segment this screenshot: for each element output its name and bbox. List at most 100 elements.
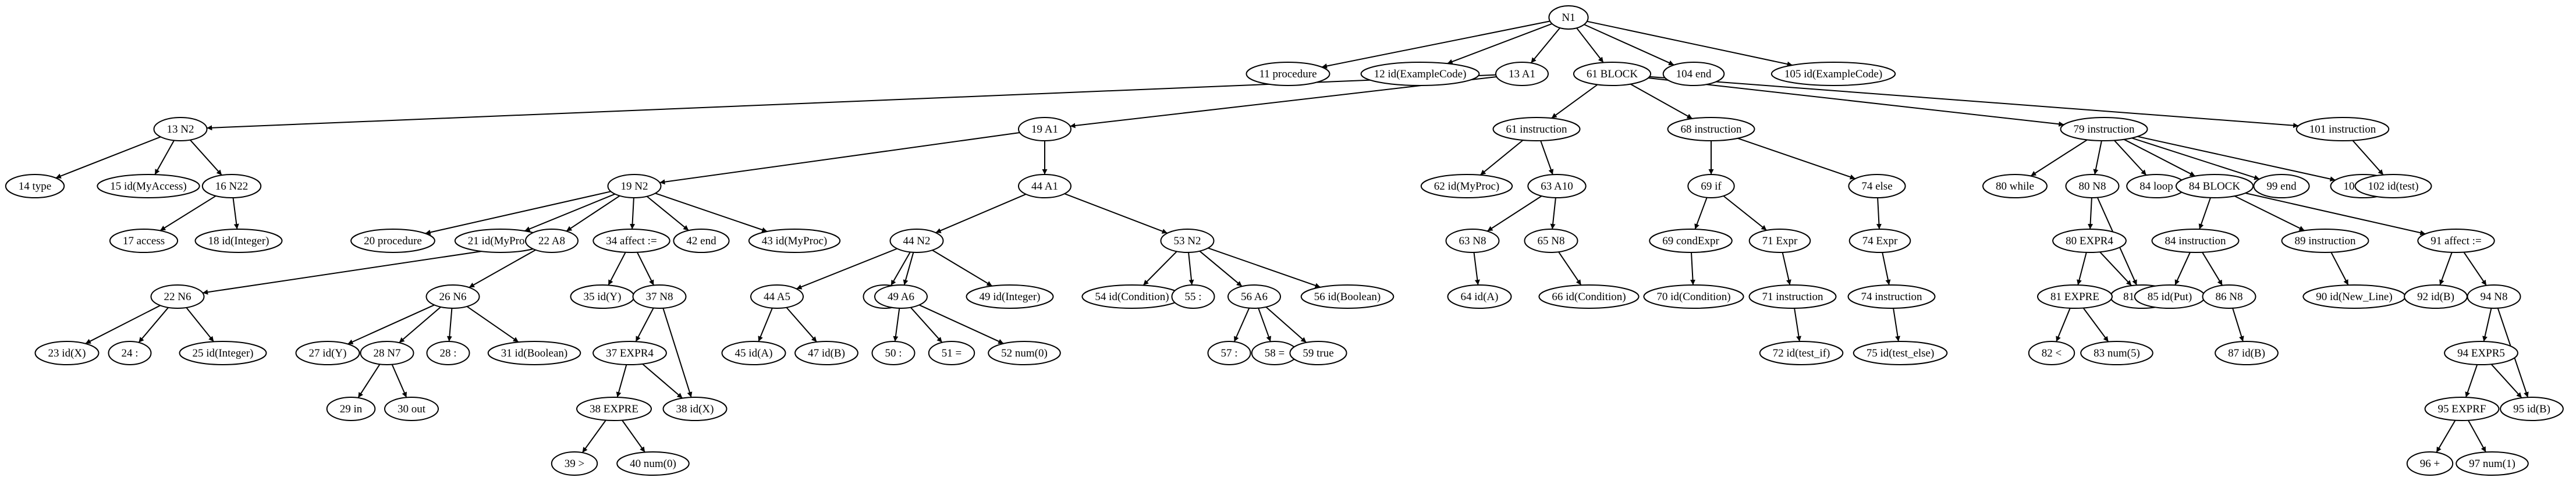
tree-node-ellipse bbox=[2354, 174, 2432, 198]
tree-node-label: 63 A10 bbox=[1541, 180, 1573, 193]
tree-node-label: 90 id(New_Line) bbox=[2316, 291, 2392, 303]
tree-node: 68 instruction bbox=[1667, 117, 1755, 141]
tree-node: 102 id(test) bbox=[2354, 174, 2432, 198]
tree-edge bbox=[446, 308, 453, 342]
tree-node-ellipse bbox=[1300, 284, 1395, 309]
tree-node-ellipse bbox=[607, 174, 662, 198]
tree-node-label: 23 id(X) bbox=[48, 347, 86, 359]
tree-node-ellipse bbox=[874, 284, 928, 309]
tree-node-ellipse bbox=[1160, 229, 1215, 253]
tree-node: 55 : bbox=[1171, 284, 1215, 309]
tree-node-ellipse bbox=[2060, 117, 2148, 141]
tree-node-label: 96 + bbox=[2420, 458, 2440, 470]
tree-node-ellipse bbox=[426, 341, 470, 365]
tree-node: 94 EXPR5 bbox=[2444, 341, 2518, 365]
tree-node-ellipse bbox=[5, 174, 65, 198]
tree-edge bbox=[2232, 308, 2244, 342]
tree-node-label: 71 Expr bbox=[1762, 235, 1798, 247]
tree-edge bbox=[357, 364, 381, 398]
tree-edge bbox=[2093, 140, 2102, 175]
tree-node-label: 34 affect := bbox=[606, 235, 657, 247]
tree-edge bbox=[2463, 252, 2487, 286]
tree-node-label: 27 id(Y) bbox=[309, 347, 347, 359]
tree-node: 35 id(Y) bbox=[570, 284, 635, 309]
tree-edge bbox=[646, 195, 689, 231]
tree-node-label: 74 instruction bbox=[1861, 291, 1922, 303]
tree-node: 105 id(ExampleCode) bbox=[1770, 62, 1896, 86]
tree-node-ellipse bbox=[1848, 229, 1911, 253]
tree-edge bbox=[608, 252, 626, 286]
tree-node-ellipse bbox=[1649, 229, 1733, 253]
tree-node: 81 EXPRE bbox=[2037, 284, 2113, 309]
tree-node: 63 A10 bbox=[1527, 174, 1587, 198]
tree-edge bbox=[1233, 308, 1250, 343]
tree-node-ellipse bbox=[2052, 229, 2127, 253]
tree-node: 74 else bbox=[1848, 174, 1906, 198]
tree-node-ellipse bbox=[673, 229, 730, 253]
tree-node: 44 N2 bbox=[889, 229, 944, 253]
tree-node: 96 + bbox=[2406, 451, 2454, 476]
tree-node: 70 id(Condition) bbox=[1643, 284, 1744, 309]
tree-node-ellipse bbox=[1524, 229, 1578, 253]
tree-node: 85 id(Put) bbox=[2134, 284, 2206, 309]
tree-edge bbox=[466, 306, 519, 343]
tree-node-label: 57 : bbox=[1220, 347, 1237, 359]
tree-node-label: 45 id(A) bbox=[735, 347, 773, 359]
tree-node-label: 19 A1 bbox=[1031, 123, 1058, 136]
tree-node-label: 29 in bbox=[340, 403, 363, 415]
tree-node-label: 85 id(Put) bbox=[2148, 291, 2192, 303]
tree-node-label: 38 EXPRE bbox=[590, 403, 638, 415]
tree-edge bbox=[232, 197, 239, 230]
tree-node-label: 11 procedure bbox=[1259, 68, 1317, 80]
tree-node-label: 56 A6 bbox=[1241, 291, 1268, 303]
tree-node-ellipse bbox=[1495, 62, 1549, 86]
tree-node-label: 14 type bbox=[19, 180, 51, 193]
tree-node: 39 > bbox=[551, 451, 598, 476]
tree-node: 44 A5 bbox=[750, 284, 804, 309]
tree-node-label: 63 N8 bbox=[1459, 235, 1486, 247]
tree-node-ellipse bbox=[1848, 174, 1906, 198]
tree-node: 29 in bbox=[326, 397, 376, 421]
tree-node-label: 37 N8 bbox=[646, 291, 673, 303]
tree-node-ellipse bbox=[150, 284, 205, 309]
tree-node-ellipse bbox=[794, 341, 858, 365]
tree-node: 37 EXPR4 bbox=[592, 341, 667, 365]
tree-node: 22 A8 bbox=[525, 229, 579, 253]
tree-node-ellipse bbox=[2151, 229, 2240, 253]
tree-node-ellipse bbox=[988, 341, 1061, 365]
tree-node-label: 39 > bbox=[565, 458, 584, 470]
tree-node-label: 74 Expr bbox=[1862, 235, 1898, 247]
tree-edge bbox=[2198, 197, 2211, 230]
tree-node-ellipse bbox=[350, 229, 435, 253]
tree-node-ellipse bbox=[525, 229, 579, 253]
tree-edge bbox=[1630, 83, 1693, 119]
tree-node: 37 N8 bbox=[632, 284, 687, 309]
tree-node: 99 end bbox=[2253, 174, 2310, 198]
tree-node: 38 EXPRE bbox=[576, 397, 652, 421]
tree-edge bbox=[932, 250, 993, 287]
tree-edge bbox=[524, 193, 616, 231]
tree-node-label: 28 : bbox=[439, 347, 456, 359]
tree-node-ellipse bbox=[109, 229, 179, 253]
tree-node-ellipse bbox=[1687, 174, 1735, 198]
tree-node-label: N1 bbox=[1562, 12, 1575, 24]
tree-node-label: 61 instruction bbox=[1506, 123, 1567, 136]
tree-edge bbox=[2245, 193, 2426, 236]
tree-node: 80 while bbox=[1982, 174, 2048, 198]
tree-node-ellipse bbox=[1289, 341, 1347, 365]
tree-node-ellipse bbox=[889, 229, 944, 253]
tree-node: 74 instruction bbox=[1847, 284, 1936, 309]
tree-node-ellipse bbox=[97, 174, 200, 198]
tree-edge bbox=[758, 308, 773, 342]
tree-node-label: 28 N7 bbox=[374, 347, 401, 359]
tree-node: 69 if bbox=[1687, 174, 1735, 198]
tree-node: 62 id(MyProc) bbox=[1420, 174, 1513, 198]
tree-node-label: 55 : bbox=[1184, 291, 1201, 303]
tree-edge bbox=[391, 364, 407, 398]
tree-node: 28 N7 bbox=[360, 341, 414, 365]
tree-node: 95 EXPRF bbox=[2424, 397, 2500, 421]
tree-node: 17 access bbox=[109, 229, 179, 253]
tree-edge bbox=[1199, 250, 1243, 287]
tree-node: 80 EXPR4 bbox=[2052, 229, 2127, 253]
tree-node-ellipse bbox=[2424, 397, 2500, 421]
